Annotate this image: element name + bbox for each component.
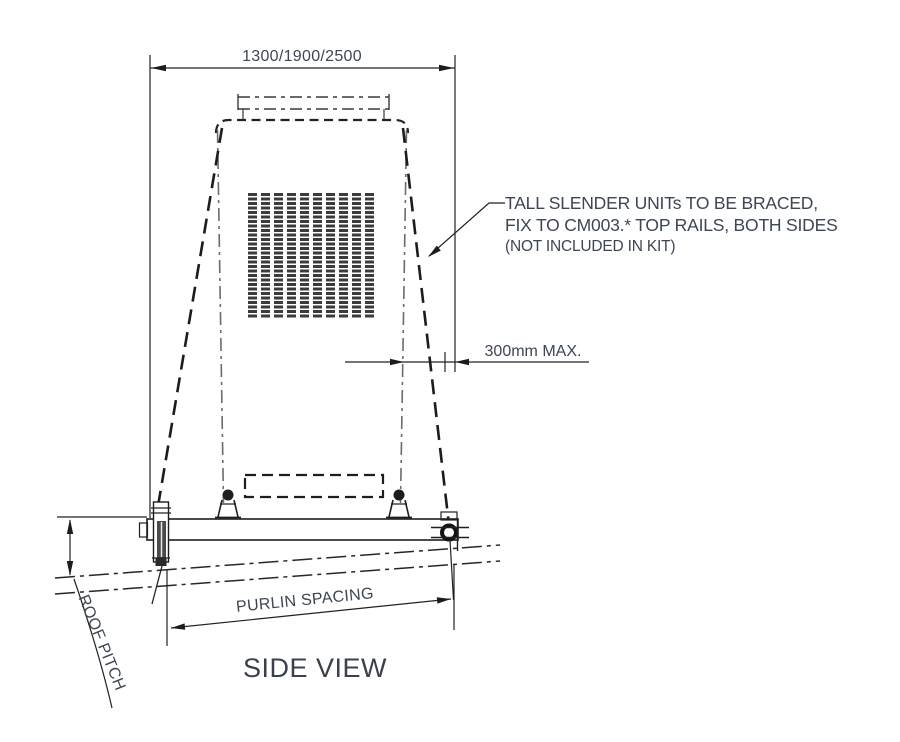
fastener-left — [151, 501, 171, 605]
mounting-rail — [138, 518, 459, 541]
unit-top-cap — [237, 94, 390, 120]
offset-dimension-label: 300mm MAX. — [484, 343, 582, 360]
vent-grille — [248, 193, 378, 319]
top-width-dimension — [149, 55, 456, 518]
brace-note-line1: TALL SLENDER UNITs TO BE BRACED, — [505, 193, 818, 213]
brace-note-line3: (NOT INCLUDED IN KIT) — [505, 238, 676, 255]
note-leader — [428, 202, 505, 257]
brace-lines — [155, 127, 451, 526]
view-title: SIDE VIEW — [242, 653, 388, 683]
roof-lines — [54, 544, 501, 595]
fastener-right — [431, 511, 469, 601]
brace-note-line2: FIX TO CM003.* TOP RAILS, BOTH SIDES — [505, 215, 838, 235]
top-width-dimension-label: 1300/1900/2500 — [242, 48, 362, 65]
unit-base-hidden — [243, 473, 385, 499]
purlin-spacing-dimension — [166, 565, 455, 646]
mounting-foot-left — [215, 489, 241, 519]
offset-dimension — [345, 352, 589, 372]
mounting-foot-right — [386, 489, 412, 519]
roof-pitch-dimension — [57, 516, 147, 709]
unit-outline — [214, 118, 410, 504]
